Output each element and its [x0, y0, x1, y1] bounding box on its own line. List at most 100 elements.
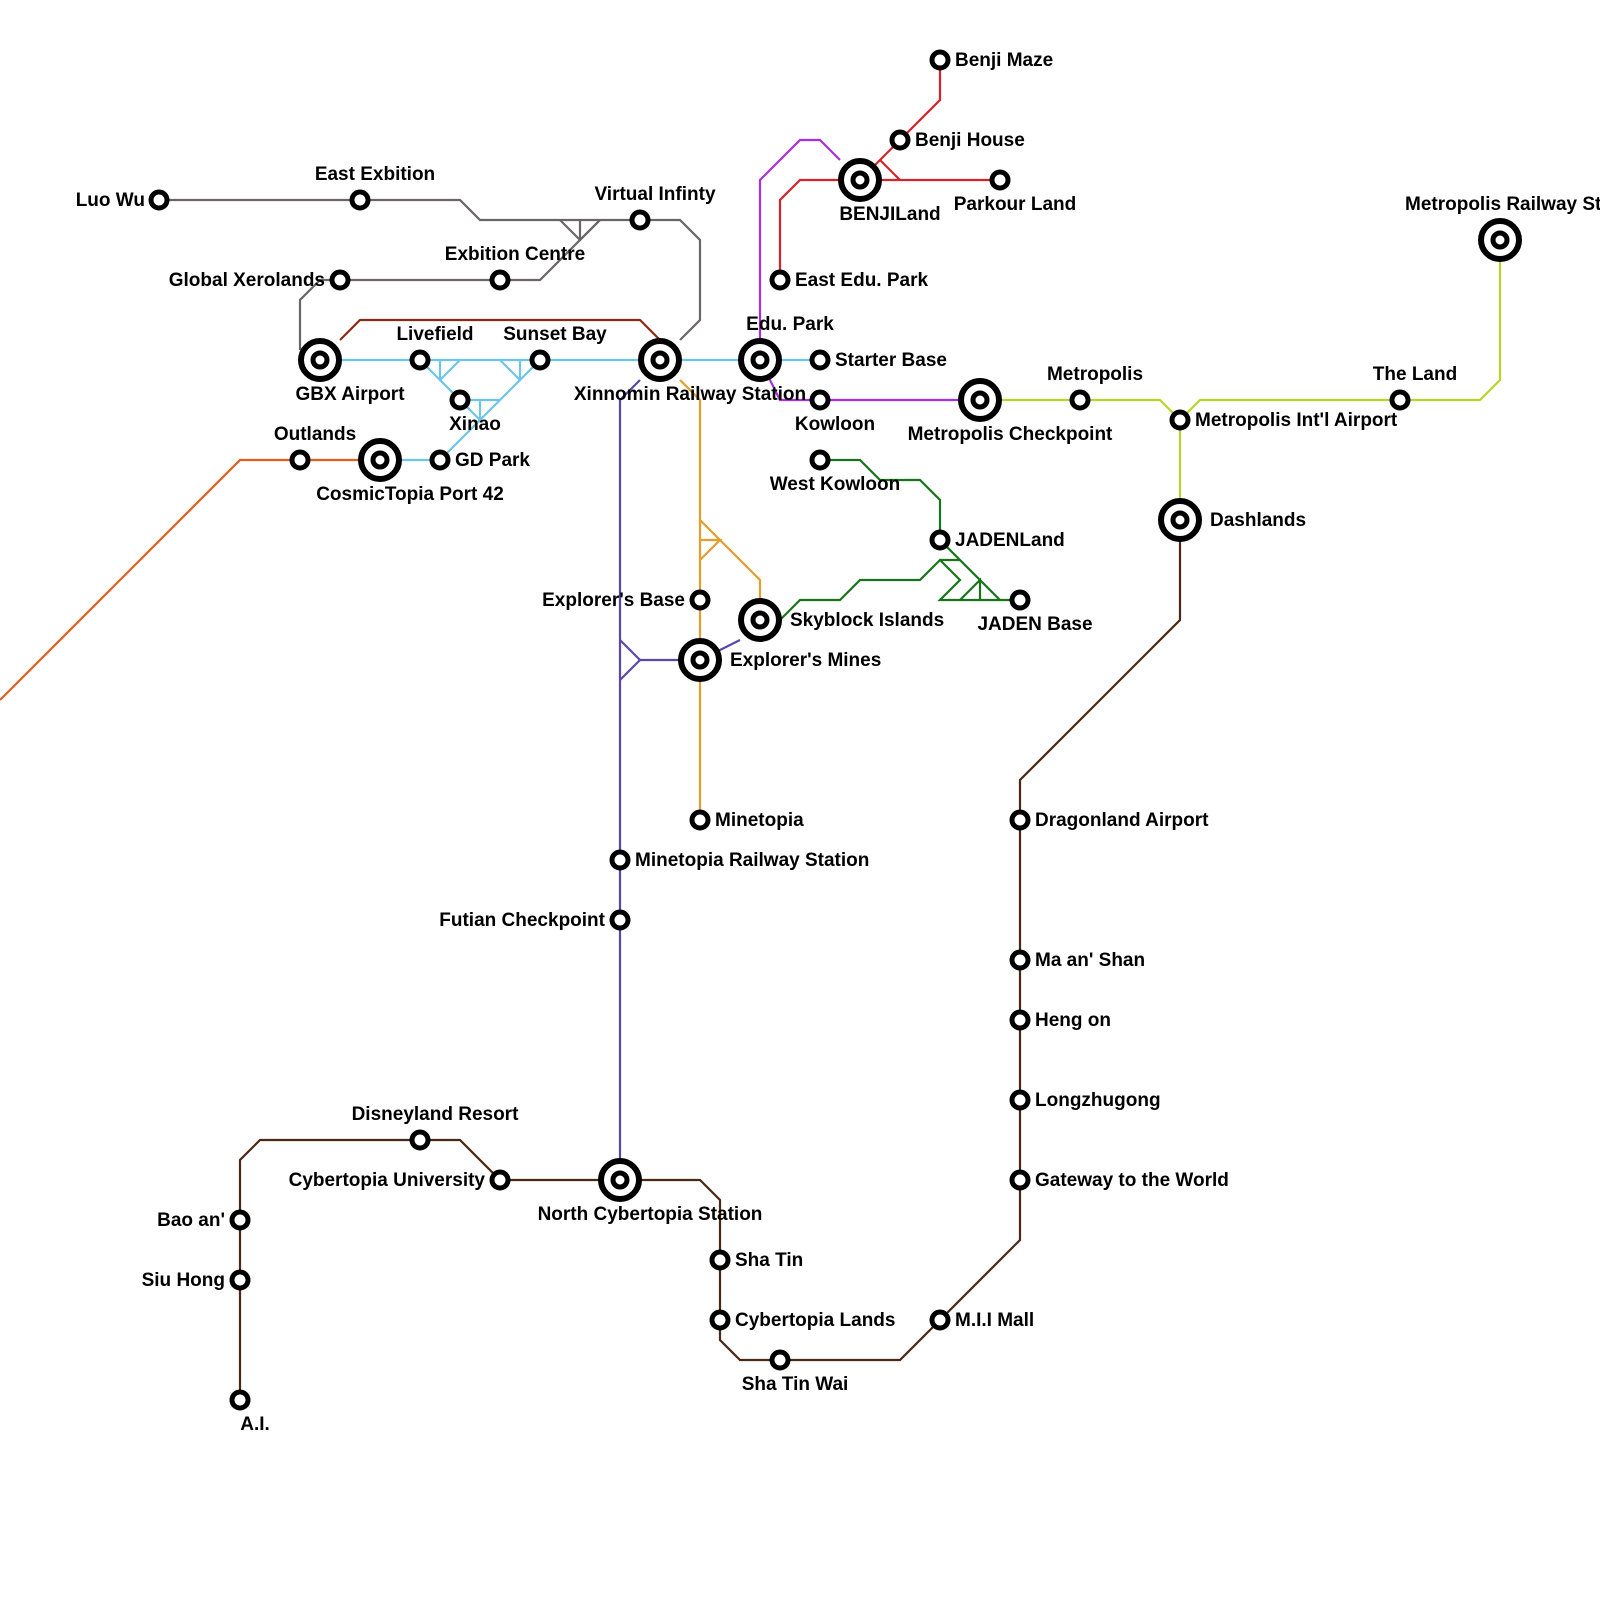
station-sunset-bay[interactable] [529, 349, 551, 371]
station-marker-icon [289, 449, 311, 471]
station-cybertopia-univ[interactable] [489, 1169, 511, 1191]
station-benji-maze[interactable] [929, 49, 951, 71]
interchange-xinnomin[interactable] [638, 338, 682, 382]
interchange-inner-ring-icon [370, 450, 390, 470]
station-label: Minetopia Railway Station [635, 850, 869, 871]
station-heng-on[interactable] [1009, 1009, 1031, 1031]
station-minetopia-railway[interactable] [609, 849, 631, 871]
station-label: The Land [1373, 364, 1457, 385]
station-marker-icon [1009, 809, 1031, 831]
station-marker-icon [929, 1309, 951, 1331]
station-global-xerolands[interactable] [329, 269, 351, 291]
interchange-gbx-airport[interactable] [298, 338, 342, 382]
station-label: East Edu. Park [795, 270, 928, 291]
interchange-inner-ring-icon [970, 390, 990, 410]
station-label: CosmicTopia Port 42 [316, 484, 504, 505]
station-marker-icon [489, 269, 511, 291]
station-starter-base[interactable] [809, 349, 831, 371]
station-outlands[interactable] [289, 449, 311, 471]
interchange-inner-ring-icon [690, 650, 710, 670]
station-marker-icon [1169, 409, 1191, 431]
station-marker-icon [409, 349, 431, 371]
station-label: Benji Maze [955, 50, 1053, 71]
station-minetopia[interactable] [689, 809, 711, 831]
station-virtual-infinty[interactable] [629, 209, 651, 231]
interchange-inner-ring-icon [1490, 230, 1510, 250]
station-label: Minetopia [715, 810, 804, 831]
station-marker-icon [609, 849, 631, 871]
station-the-land[interactable] [1389, 389, 1411, 411]
interchange-benjiland[interactable] [838, 158, 882, 202]
station-marker-icon [709, 1309, 731, 1331]
route-lightblue [479, 359, 541, 421]
station-metropolis[interactable] [1069, 389, 1091, 411]
station-label: Luo Wu [76, 190, 145, 211]
interchange-explorers-mines[interactable] [678, 638, 722, 682]
station-label: Cybertopia University [289, 1170, 486, 1191]
station-marker-icon [229, 1269, 251, 1291]
station-label: Metropolis [1047, 364, 1143, 385]
station-layer [148, 49, 1522, 1411]
station-luo-wu[interactable] [148, 189, 170, 211]
station-label: Ma an' Shan [1035, 950, 1145, 971]
station-kowloon[interactable] [809, 389, 831, 411]
station-east-exbition[interactable] [349, 189, 371, 211]
station-jadenland[interactable] [929, 529, 951, 551]
station-label: Dragonland Airport [1035, 810, 1209, 831]
station-ma-an-shan[interactable] [1009, 949, 1031, 971]
station-marker-icon [889, 129, 911, 151]
station-label: Metropolis Checkpoint [908, 424, 1113, 445]
station-dragonland[interactable] [1009, 809, 1031, 831]
station-label: Xinao [449, 414, 501, 435]
station-bao-an[interactable] [229, 1209, 251, 1231]
station-marker-icon [1069, 389, 1091, 411]
interchange-edu-park[interactable] [738, 338, 782, 382]
station-gd-park[interactable] [429, 449, 451, 471]
station-futian[interactable] [609, 909, 631, 931]
station-marker-icon [229, 1389, 251, 1411]
station-marker-icon [429, 449, 451, 471]
interchange-metropolis-checkpoint[interactable] [958, 378, 1002, 422]
station-longzhugong[interactable] [1009, 1089, 1031, 1111]
station-benji-house[interactable] [889, 129, 911, 151]
station-ai[interactable] [229, 1389, 251, 1411]
station-west-kowloon[interactable] [809, 449, 831, 471]
station-livefield[interactable] [409, 349, 431, 371]
station-label: East Exbition [315, 164, 435, 185]
station-cybertopia-lands[interactable] [709, 1309, 731, 1331]
station-marker-icon [689, 809, 711, 831]
interchange-skyblock[interactable] [738, 598, 782, 642]
station-metropolis-intl[interactable] [1169, 409, 1191, 431]
station-sha-tin[interactable] [709, 1249, 731, 1271]
station-exbition-centre[interactable] [489, 269, 511, 291]
interchange-north-cybertopia[interactable] [598, 1158, 642, 1202]
station-gateway[interactable] [1009, 1169, 1031, 1191]
interchange-dashlands[interactable] [1158, 498, 1202, 542]
station-label: Explorer's Mines [730, 650, 881, 671]
station-mii-mall[interactable] [929, 1309, 951, 1331]
station-label: A.I. [240, 1414, 270, 1435]
station-jaden-base[interactable] [1009, 589, 1031, 611]
station-explorers-base[interactable] [689, 589, 711, 611]
interchange-cosmictopia[interactable] [358, 438, 402, 482]
station-label: Outlands [274, 424, 356, 445]
route-lightblue [439, 359, 461, 381]
route-green [779, 558, 1000, 621]
station-marker-icon [349, 189, 371, 211]
station-siu-hong[interactable] [229, 1269, 251, 1291]
station-parkour-land[interactable] [989, 169, 1011, 191]
station-marker-icon [629, 209, 651, 231]
station-east-edu-park[interactable] [769, 269, 791, 291]
station-marker-icon [329, 269, 351, 291]
station-xinao[interactable] [449, 389, 471, 411]
station-sha-tin-wai[interactable] [769, 1349, 791, 1371]
station-label: Sha Tin [735, 1250, 803, 1271]
station-marker-icon [1009, 1009, 1031, 1031]
station-label: Explorer's Base [542, 590, 685, 611]
station-label: Cybertopia Lands [735, 1310, 895, 1331]
station-label: BENJILand [839, 204, 940, 225]
station-marker-icon [809, 449, 831, 471]
station-label: JADENLand [955, 530, 1065, 551]
station-disneyland[interactable] [409, 1129, 431, 1151]
interchange-metropolis-railway[interactable] [1478, 218, 1522, 262]
